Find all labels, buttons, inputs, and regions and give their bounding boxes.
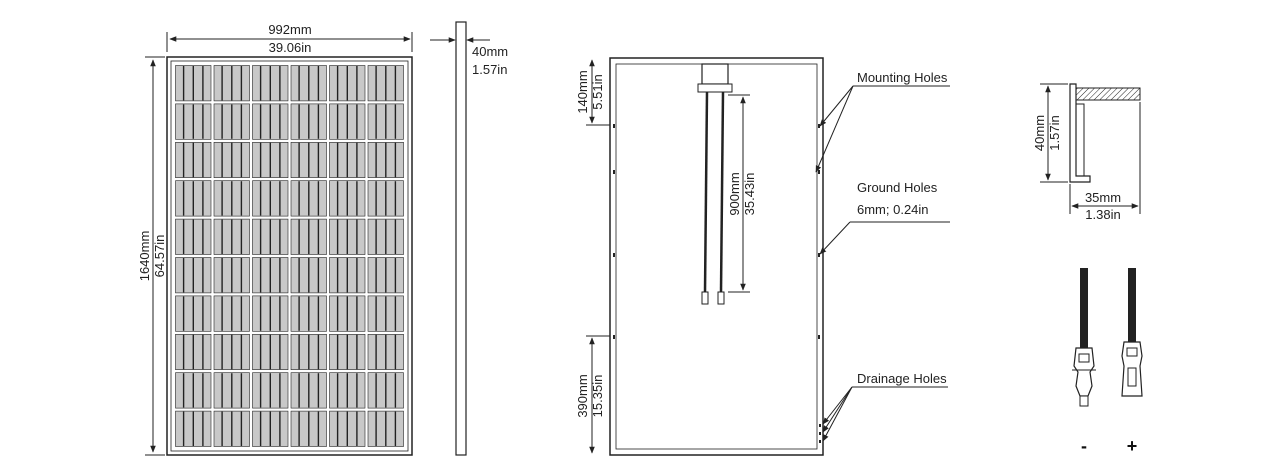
back-view: 900mm 35.43in 140mm 5.51in 390mm 15.35in xyxy=(575,57,950,456)
ground-leader xyxy=(819,221,851,255)
negative-connector-latch xyxy=(1078,353,1090,363)
side-frame xyxy=(455,21,467,456)
positive-connector-latch xyxy=(1126,347,1138,357)
side-thickness-mm: 40mm xyxy=(472,44,508,59)
drainage-leader-3 xyxy=(822,386,853,442)
profile-height-in: 1.57in xyxy=(1047,115,1062,150)
connectors: - + xyxy=(1072,268,1143,456)
mounting-hole xyxy=(613,335,615,339)
ground-holes-size: 6mm; 0.24in xyxy=(857,202,929,217)
cable-right xyxy=(719,91,725,293)
back-frame xyxy=(609,57,824,456)
negative-connector-tip xyxy=(1079,395,1089,407)
cable-length-in: 35.43in xyxy=(742,173,757,216)
negative-connector-body xyxy=(1073,347,1095,397)
connector-left xyxy=(701,291,709,305)
front-inner-frame xyxy=(170,60,409,452)
mounting-leader-2 xyxy=(815,85,854,173)
junction-box xyxy=(701,63,729,85)
drainage-leader-1 xyxy=(822,386,853,425)
ground-holes-label: Ground Holes xyxy=(857,180,938,195)
positive-connector-body xyxy=(1121,341,1143,397)
front-view: 992mm 39.06in 1640mm 64.57in xyxy=(137,22,413,456)
ground-hole xyxy=(613,253,615,257)
connector-right xyxy=(717,291,725,305)
side-view: 40mm 1.57in xyxy=(430,21,508,456)
positive-label: + xyxy=(1127,436,1138,456)
bottom-offset-mm: 390mm xyxy=(575,374,590,417)
mounting-hole xyxy=(818,335,820,339)
negative-cable xyxy=(1080,268,1088,348)
front-height-mm: 1640mm xyxy=(137,231,152,282)
mounting-holes-label: Mounting Holes xyxy=(857,70,948,85)
junction-box-base xyxy=(697,83,733,93)
ground-hole xyxy=(613,170,615,174)
top-offset-in: 5.51in xyxy=(590,74,605,109)
cell-grid xyxy=(175,65,404,447)
ground-hole xyxy=(818,170,820,174)
positive-connector-window xyxy=(1127,367,1137,387)
cable-left xyxy=(703,91,709,293)
profile-height-mm: 40mm xyxy=(1032,115,1047,151)
profile-outline xyxy=(1069,83,1091,183)
negative-label: - xyxy=(1081,436,1087,456)
profile-width-mm: 35mm xyxy=(1085,190,1121,205)
front-width-mm: 992mm xyxy=(268,22,311,37)
ground-hole xyxy=(818,253,820,257)
side-thickness-in: 1.57in xyxy=(472,62,507,77)
frame-profile: 40mm 1.57in 35mm 1.38in xyxy=(1032,83,1141,222)
mounting-hole xyxy=(818,124,820,128)
drainage-leader-2 xyxy=(822,386,853,433)
profile-glass-section xyxy=(1075,87,1141,101)
profile-inner-channel xyxy=(1076,103,1085,176)
cable-length-mm: 900mm xyxy=(727,172,742,215)
profile-width-in: 1.38in xyxy=(1085,207,1120,222)
bottom-offset-in: 15.35in xyxy=(590,375,605,418)
mounting-leader-1 xyxy=(819,85,854,127)
front-height-in: 64.57in xyxy=(152,235,167,278)
drainage-holes-label: Drainage Holes xyxy=(857,371,947,386)
positive-cable xyxy=(1128,268,1136,342)
drainage-hole xyxy=(819,440,821,443)
mounting-hole xyxy=(613,124,615,128)
drainage-hole xyxy=(819,432,821,435)
top-offset-mm: 140mm xyxy=(575,70,590,113)
drainage-hole xyxy=(819,424,821,427)
front-width-in: 39.06in xyxy=(269,40,312,55)
